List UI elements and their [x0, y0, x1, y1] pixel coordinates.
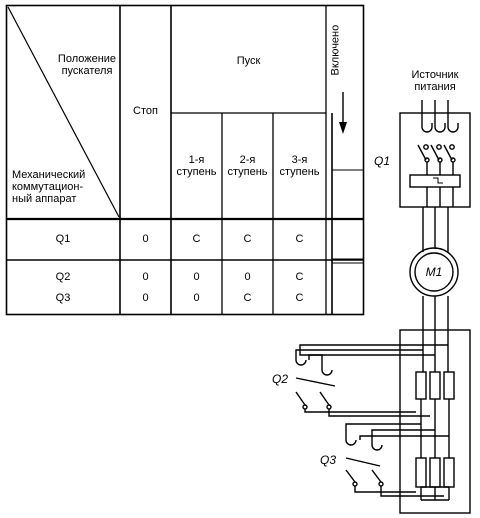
- row-q2-stage1: 0: [193, 271, 200, 283]
- rotor-resistor-block: [399, 329, 471, 514]
- row-q3-device: Q3: [55, 292, 71, 304]
- q3-contactor: [345, 423, 449, 497]
- row-q3-stage2: C: [243, 292, 252, 304]
- power-source-label-line1: Источник: [411, 69, 459, 81]
- row-q3-stop: 0: [142, 292, 149, 304]
- row-q1-stage2: C: [243, 233, 252, 245]
- stop-header: Стоп: [133, 105, 158, 117]
- switched-on-header: Включено: [329, 24, 342, 76]
- row-q1-stage3: C: [295, 233, 304, 245]
- row-q1-device: Q1: [55, 233, 71, 245]
- row-q2-stage2: 0: [244, 271, 251, 283]
- device-label-line2: коммутацион-: [12, 181, 84, 193]
- device-label-line1: Механический: [12, 169, 86, 181]
- q2-contactor: [295, 344, 448, 417]
- stage-2-line2: ступень: [227, 166, 268, 178]
- stage-1-line1: 1-я: [188, 154, 205, 166]
- q3-label: Q3: [320, 453, 337, 467]
- row-q2-stop: 0: [142, 271, 149, 283]
- q2-label: Q2: [272, 372, 289, 386]
- q1-label: Q1: [374, 154, 391, 168]
- q1-breaker-block: [399, 100, 471, 252]
- stage-3-line2: ступень: [279, 166, 320, 178]
- motor-m1: [409, 247, 459, 330]
- position-label-line2: пускателя: [61, 65, 113, 77]
- stage-2-line1: 2-я: [239, 154, 256, 166]
- row-q3-stage3: C: [295, 292, 304, 304]
- row-q2-stage3: C: [295, 271, 304, 283]
- stage-3-line1: 3-я: [291, 154, 308, 166]
- row-q1-stage1: C: [192, 233, 201, 245]
- position-label-line1: Положение: [57, 53, 117, 65]
- stage-1-line2: ступень: [176, 166, 217, 178]
- row-q3-stage1: 0: [193, 292, 200, 304]
- start-header: Пуск: [236, 55, 261, 67]
- row-q2-device: Q2: [55, 271, 71, 283]
- power-source-label-line2: питания: [414, 81, 456, 93]
- motor-label: M1: [425, 265, 443, 279]
- row-q1-stop: 0: [142, 233, 149, 245]
- device-label-line3: ный аппарат: [12, 193, 77, 205]
- switching-table: [5, 4, 365, 316]
